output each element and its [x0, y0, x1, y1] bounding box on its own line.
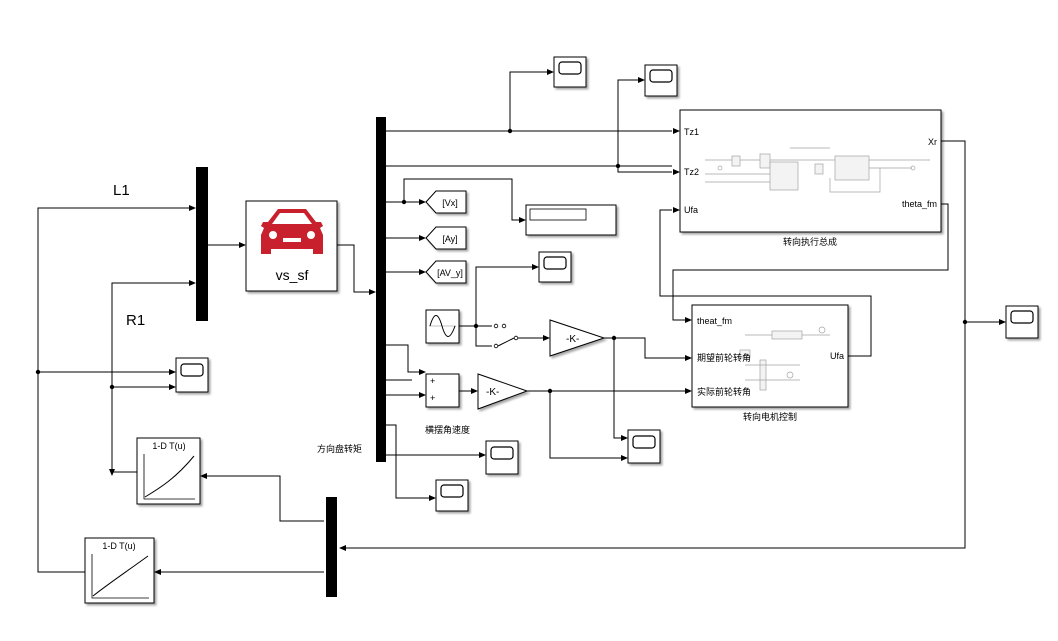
sum-sign-2: +	[430, 393, 435, 403]
subsystem-actuator-name: 转向执行总成	[783, 236, 837, 248]
scope-3[interactable]	[538, 251, 572, 283]
sum-sign-1: +	[430, 376, 435, 386]
subsystem-motor-preview	[739, 326, 830, 391]
vehicle-block-label: vs_sf	[276, 267, 309, 283]
manual-switch[interactable]	[493, 323, 519, 349]
arrowheads	[109, 69, 1006, 575]
goto-tag-vx[interactable]: [Vx]	[425, 190, 467, 214]
signal-label-yaw-rate: 横摆角速度	[425, 424, 470, 436]
scope-8[interactable]	[1005, 305, 1039, 339]
signal-label-l1: L1	[113, 182, 130, 199]
car-icon	[261, 209, 323, 254]
goto-tag-av-y-label: [AV_y]	[437, 268, 463, 278]
mux-bar-input[interactable]	[196, 167, 208, 321]
gain-block-2-label: -K-	[486, 387, 499, 398]
scope-4[interactable]	[175, 357, 209, 393]
scope-1[interactable]	[553, 56, 587, 88]
port-ufa-out: Ufa	[830, 351, 844, 361]
port-ufa-in: Ufa	[684, 205, 698, 215]
vehicle-block[interactable]: vs_sf	[245, 200, 338, 292]
demux-bar-vehicle[interactable]	[376, 117, 386, 462]
port-xr: Xr	[928, 137, 937, 147]
scope-2[interactable]	[644, 64, 678, 97]
gain-block-2[interactable]: -K-	[477, 373, 529, 410]
sum-block[interactable]: + +	[425, 373, 460, 408]
signal-wires	[37, 71, 1000, 573]
port-theta-fm: theta_fm	[902, 199, 937, 209]
demux-bar-feedback[interactable]	[326, 497, 337, 597]
subsystem-motor-control[interactable]: theat_fm 期望前轮转角 实际前轮转角 Ufa	[691, 304, 849, 408]
port-actual-wheel-angle: 实际前轮转角	[697, 386, 751, 398]
goto-tag-av-y[interactable]: [AV_y]	[425, 260, 467, 284]
scope-7[interactable]	[435, 479, 469, 512]
subsystem-motor-name: 转向电机控制	[743, 411, 797, 423]
signal-label-steering-torque: 方向盘转矩	[317, 443, 362, 455]
sine-wave-block[interactable]	[425, 309, 460, 344]
gain-block-1-label: -K-	[566, 334, 579, 345]
subsystem-actuator-preview	[705, 147, 930, 193]
lookup-table-1-label: 1-D T(u)	[152, 441, 185, 451]
junction-dots	[35, 128, 968, 394]
goto-tag-ay[interactable]: [Ay]	[425, 226, 467, 250]
port-tz2: Tz2	[684, 167, 699, 177]
port-tz1: Tz1	[684, 127, 699, 137]
display-block[interactable]	[525, 204, 617, 236]
lookup-table-2-label: 1-D T(u)	[102, 541, 135, 551]
port-desired-wheel-angle: 期望前轮转角	[697, 352, 751, 364]
sine-wave-icon	[429, 315, 456, 337]
signal-label-r1: R1	[126, 312, 145, 329]
subsystem-steering-actuator[interactable]: Tz1 Tz2 Ufa Xr theta_fm	[679, 109, 942, 233]
goto-tag-vx-label: [Vx]	[442, 198, 458, 208]
scope-5[interactable]	[627, 429, 661, 464]
lookup-table-1[interactable]: 1-D T(u)	[136, 437, 201, 505]
port-theat-fm: theat_fm	[697, 316, 732, 326]
lookup-table-2[interactable]: 1-D T(u)	[84, 537, 155, 604]
scope-6[interactable]	[485, 440, 519, 475]
goto-tag-ay-label: [Ay]	[442, 234, 457, 244]
gain-block-1[interactable]: -K-	[549, 319, 606, 357]
